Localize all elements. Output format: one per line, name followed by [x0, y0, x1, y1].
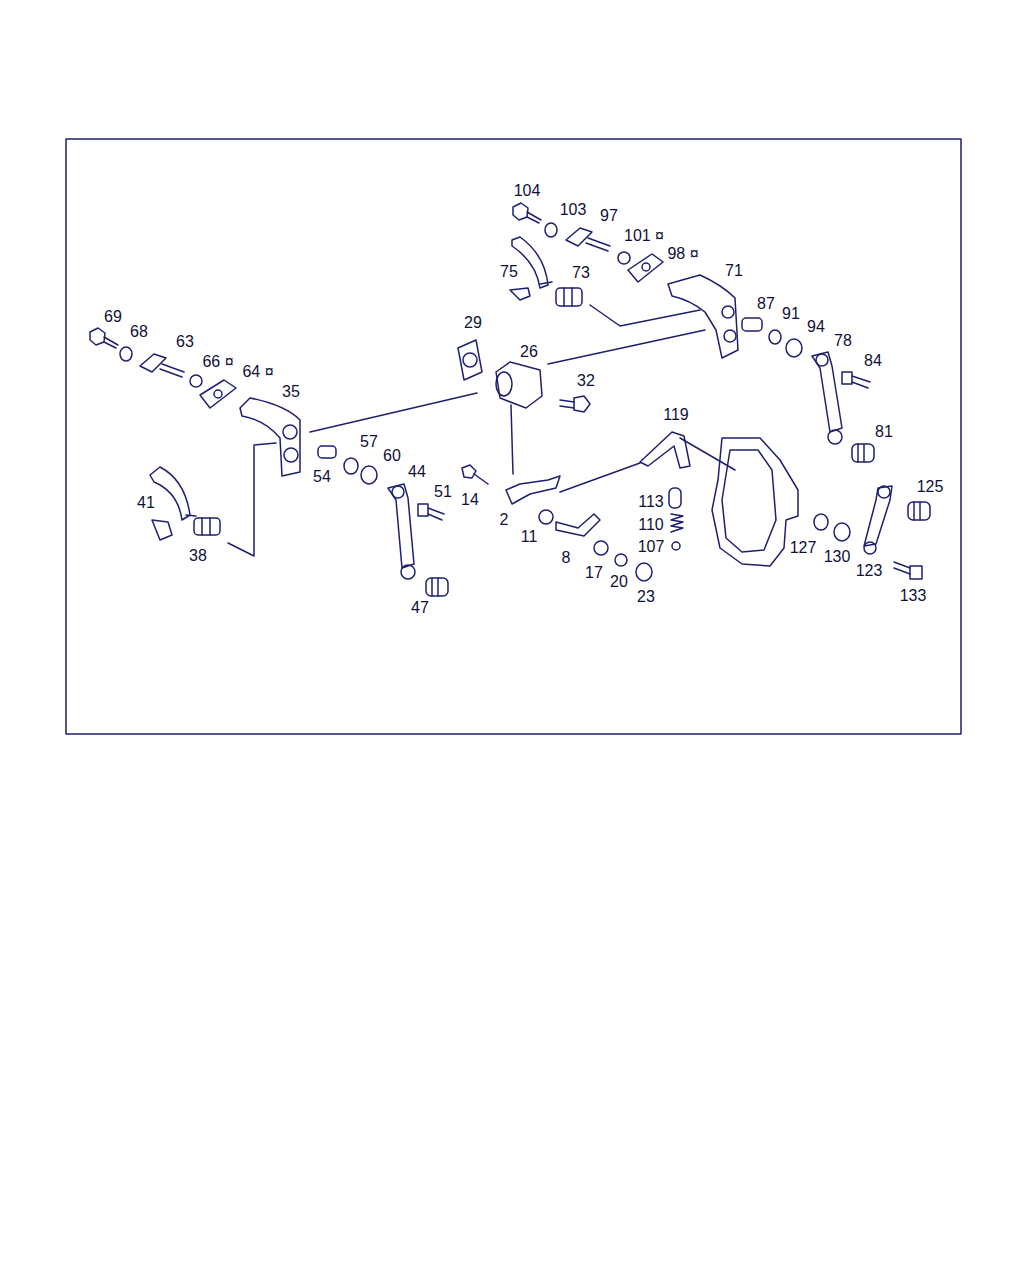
callout-number: 66 ¤: [201, 353, 234, 371]
callout-number: 41: [136, 494, 156, 512]
callout-number: 69: [103, 308, 123, 326]
callout-number: 20: [609, 573, 629, 591]
callout-number: 71: [724, 262, 744, 280]
callout-number: 94: [806, 318, 826, 336]
callout-number: 29: [463, 314, 483, 332]
callout-number: 64 ¤: [241, 363, 274, 381]
callout-number: 26: [519, 343, 539, 361]
callout-number: 110: [637, 516, 665, 534]
callout-number: 133: [899, 587, 928, 605]
callout-number: 32: [576, 372, 596, 390]
callout-number: 68: [129, 323, 149, 341]
callout-number: 11: [520, 528, 539, 546]
callout-number: 119: [662, 406, 690, 424]
callout-number: 57: [359, 433, 379, 451]
callout-number: 75: [499, 263, 519, 281]
callout-number: 51: [433, 483, 453, 501]
callout-number: 113: [637, 493, 665, 511]
callout-number: 78: [833, 332, 853, 350]
callout-number: 91: [781, 305, 801, 323]
callout-number: 98 ¤: [666, 245, 699, 263]
callout-number: 87: [756, 295, 776, 313]
callout-number: 38: [188, 547, 208, 565]
callout-number: 14: [460, 491, 480, 509]
callout-number: 127: [789, 539, 818, 557]
callout-number: 35: [281, 383, 301, 401]
callout-number: 104: [513, 182, 542, 200]
callout-number: 2: [499, 511, 510, 529]
callout-number: 44: [407, 463, 427, 481]
callout-number: 17: [584, 564, 604, 582]
callout-number: 73: [571, 264, 591, 282]
callout-number: 130: [823, 548, 852, 566]
callout-number: 84: [863, 352, 883, 370]
callout-number: 8: [561, 549, 572, 567]
callout-number: 60: [382, 447, 402, 465]
callout-number: 81: [874, 423, 894, 441]
callout-number: 97: [599, 207, 619, 225]
callout-number: 107: [637, 538, 666, 556]
callout-number: 101 ¤: [623, 227, 665, 245]
callout-number: 63: [175, 333, 195, 351]
callout-number: 23: [636, 588, 656, 606]
callout-number: 125: [916, 478, 945, 496]
callout-number: 47: [410, 599, 430, 617]
callout-number: 103: [559, 201, 588, 219]
callout-number: 54: [312, 468, 332, 486]
callout-number: 123: [855, 562, 884, 580]
